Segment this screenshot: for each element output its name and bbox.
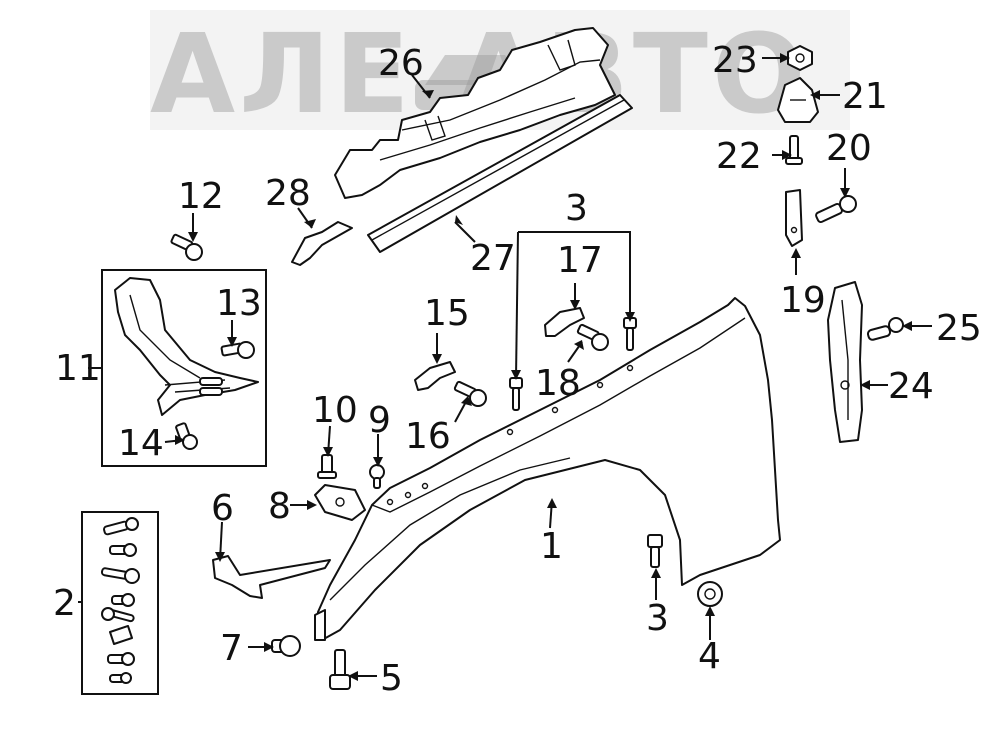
callout-15: 15 <box>424 293 470 334</box>
part-6-bracket[interactable] <box>212 555 331 599</box>
part-5-stud[interactable] <box>329 649 351 690</box>
part-3-screw-lower[interactable] <box>647 534 663 568</box>
part-23-nut[interactable] <box>787 45 813 71</box>
part-18-bolt[interactable] <box>576 323 609 351</box>
callout-4: 4 <box>698 636 721 677</box>
part-10-bolt[interactable] <box>317 454 337 479</box>
part-4-nut[interactable] <box>697 581 723 607</box>
callout-2: 2 <box>53 583 76 624</box>
part-3-screw-upper-left[interactable] <box>509 377 523 411</box>
part-2-fastener-set[interactable] <box>81 511 159 695</box>
part-1-fender[interactable] <box>314 297 781 641</box>
callout-24: 24 <box>888 366 934 407</box>
callout-12: 12 <box>178 176 224 217</box>
part-24-side-bracket[interactable] <box>827 281 863 443</box>
part-15-bracket[interactable] <box>414 361 456 391</box>
arrow-heads <box>175 53 912 681</box>
callout-14: 14 <box>118 423 164 464</box>
callout-10: 10 <box>312 390 358 431</box>
part-17-bracket[interactable] <box>544 307 585 337</box>
callout-18: 18 <box>535 363 581 404</box>
callout-3-lower: 3 <box>646 598 669 639</box>
part-21-clip[interactable] <box>777 77 819 123</box>
part-9-bolt[interactable] <box>369 464 385 489</box>
callout-6: 6 <box>211 488 234 529</box>
callout-13: 13 <box>216 283 262 324</box>
callout-26: 26 <box>378 43 424 84</box>
callout-1: 1 <box>540 526 563 567</box>
callout-16: 16 <box>405 416 451 457</box>
callout-21: 21 <box>842 76 888 117</box>
callout-8: 8 <box>268 486 291 527</box>
callout-7: 7 <box>220 628 243 669</box>
part-19-bracket[interactable] <box>785 189 803 247</box>
callout-19: 19 <box>780 280 826 321</box>
callout-22: 22 <box>716 136 762 177</box>
callout-labels: 26 28 27 12 13 11 14 15 16 17 18 3 10 9 … <box>53 40 982 699</box>
part-20-bolt[interactable] <box>815 195 857 224</box>
part-12-bolt[interactable] <box>170 233 203 261</box>
part-27-strip[interactable] <box>367 94 633 253</box>
part-3-screw-upper-right[interactable] <box>623 317 637 351</box>
part-22-stud[interactable] <box>785 135 803 165</box>
callout-11: 11 <box>55 348 101 389</box>
part-11-bracket-assembly[interactable] <box>101 269 267 467</box>
part-26-reinforcement[interactable] <box>334 27 616 199</box>
part-7-clip[interactable] <box>271 635 301 657</box>
callout-9: 9 <box>368 400 391 441</box>
callout-3-upper: 3 <box>565 188 588 229</box>
callout-20: 20 <box>826 128 872 169</box>
callout-27: 27 <box>470 238 516 279</box>
callout-17: 17 <box>557 240 603 281</box>
callout-5: 5 <box>380 658 403 699</box>
part-25-pin[interactable] <box>866 317 904 341</box>
part-16-bolt[interactable] <box>453 380 487 407</box>
callout-28: 28 <box>265 173 311 214</box>
callout-25: 25 <box>936 308 982 349</box>
callout-23: 23 <box>712 40 758 81</box>
part-8-plate[interactable] <box>314 484 366 521</box>
part-28-bracket[interactable] <box>291 221 353 266</box>
